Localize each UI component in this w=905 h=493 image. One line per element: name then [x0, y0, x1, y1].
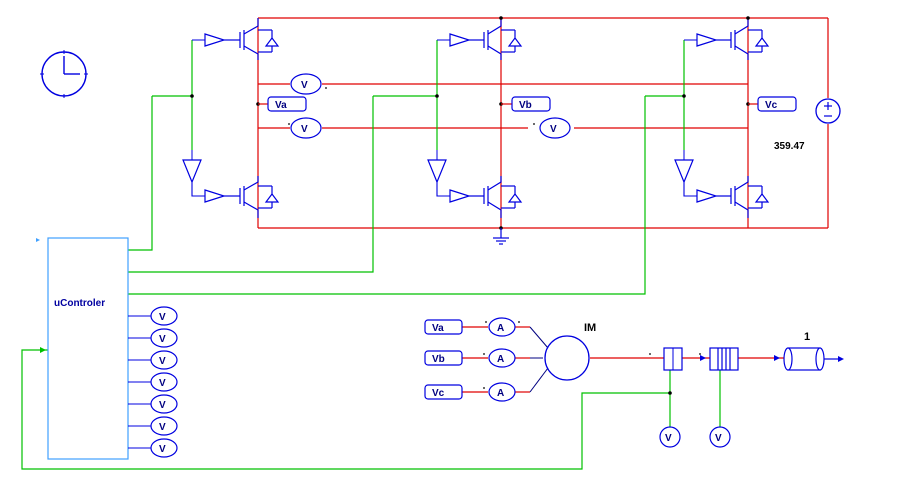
- dc-source-value: 359.47: [774, 141, 805, 152]
- ground-icon: [493, 228, 509, 245]
- probe-voltmeter-7: V: [150, 438, 178, 458]
- speed-voltmeter: V: [659, 426, 681, 448]
- ammeter-b: A: [488, 348, 516, 368]
- svg-text:V: V: [159, 356, 166, 367]
- svg-text:Va: Va: [432, 323, 444, 334]
- svg-text:A: A: [497, 388, 504, 399]
- svg-text:Vb: Vb: [432, 354, 445, 365]
- svg-text:A: A: [497, 323, 504, 334]
- phase-label-b: Vb: [501, 96, 551, 112]
- probe-voltmeter-4: V: [150, 372, 178, 392]
- svg-text:V: V: [159, 422, 166, 433]
- igbt-switches: [224, 18, 770, 218]
- power-wiring: [257, 17, 829, 393]
- svg-text:Va: Va: [275, 100, 287, 111]
- phase-label-c: Vc: [748, 96, 797, 112]
- induction-motor: [544, 335, 590, 381]
- probe-voltmeter-3: V: [150, 350, 178, 370]
- ammeter-c: A: [488, 382, 516, 402]
- svg-text:Vc: Vc: [432, 388, 445, 399]
- motor-input-vc: Vc: [424, 384, 463, 400]
- motor-input-va: Va: [424, 319, 463, 335]
- controller-output-probes: [128, 315, 152, 449]
- svg-text:V: V: [159, 378, 166, 389]
- voltmeter-vca: V: [290, 117, 322, 139]
- speed-sensor: [663, 347, 683, 371]
- svg-text:Vb: Vb: [519, 100, 532, 111]
- svg-text:V: V: [715, 433, 722, 444]
- controller-block: uControler: [36, 237, 129, 460]
- svg-text:A: A: [497, 354, 504, 365]
- svg-text:Vc: Vc: [765, 100, 778, 111]
- gate-drivers: [182, 33, 718, 203]
- torque-sensor: [700, 347, 780, 371]
- clock-icon: [40, 50, 88, 98]
- probe-voltmeter-6: V: [150, 416, 178, 436]
- polarity-marks: [288, 87, 701, 389]
- motor-feed-wires: [529, 326, 549, 393]
- svg-text:V: V: [159, 400, 166, 411]
- probe-voltmeter-5: V: [150, 394, 178, 414]
- mechanical-load: [783, 347, 844, 371]
- probe-voltmeter-2: V: [150, 328, 178, 348]
- junction-dots: [190, 16, 750, 395]
- voltmeter-vbc: V: [539, 117, 571, 139]
- probe-voltmeter-1: V: [150, 306, 178, 326]
- phase-label-a: Va: [258, 96, 307, 112]
- load-value: 1: [804, 331, 810, 343]
- torque-voltmeter: V: [709, 426, 731, 448]
- svg-text:V: V: [301, 124, 308, 135]
- ammeter-a: A: [488, 317, 516, 337]
- svg-text:V: V: [159, 334, 166, 345]
- svg-text:V: V: [301, 80, 308, 91]
- svg-text:V: V: [665, 433, 672, 444]
- gate-driver-links: [191, 39, 697, 160]
- svg-text:V: V: [550, 124, 557, 135]
- motor-input-vb: Vb: [424, 350, 463, 366]
- gate-driver-tails: [191, 182, 697, 197]
- voltmeter-vab: V: [290, 73, 322, 95]
- svg-text:V: V: [159, 444, 166, 455]
- svg-text:V: V: [159, 312, 166, 323]
- motor-label: IM: [584, 322, 596, 334]
- dc-voltage-source: [815, 98, 841, 124]
- controller-label: uControler: [54, 298, 105, 309]
